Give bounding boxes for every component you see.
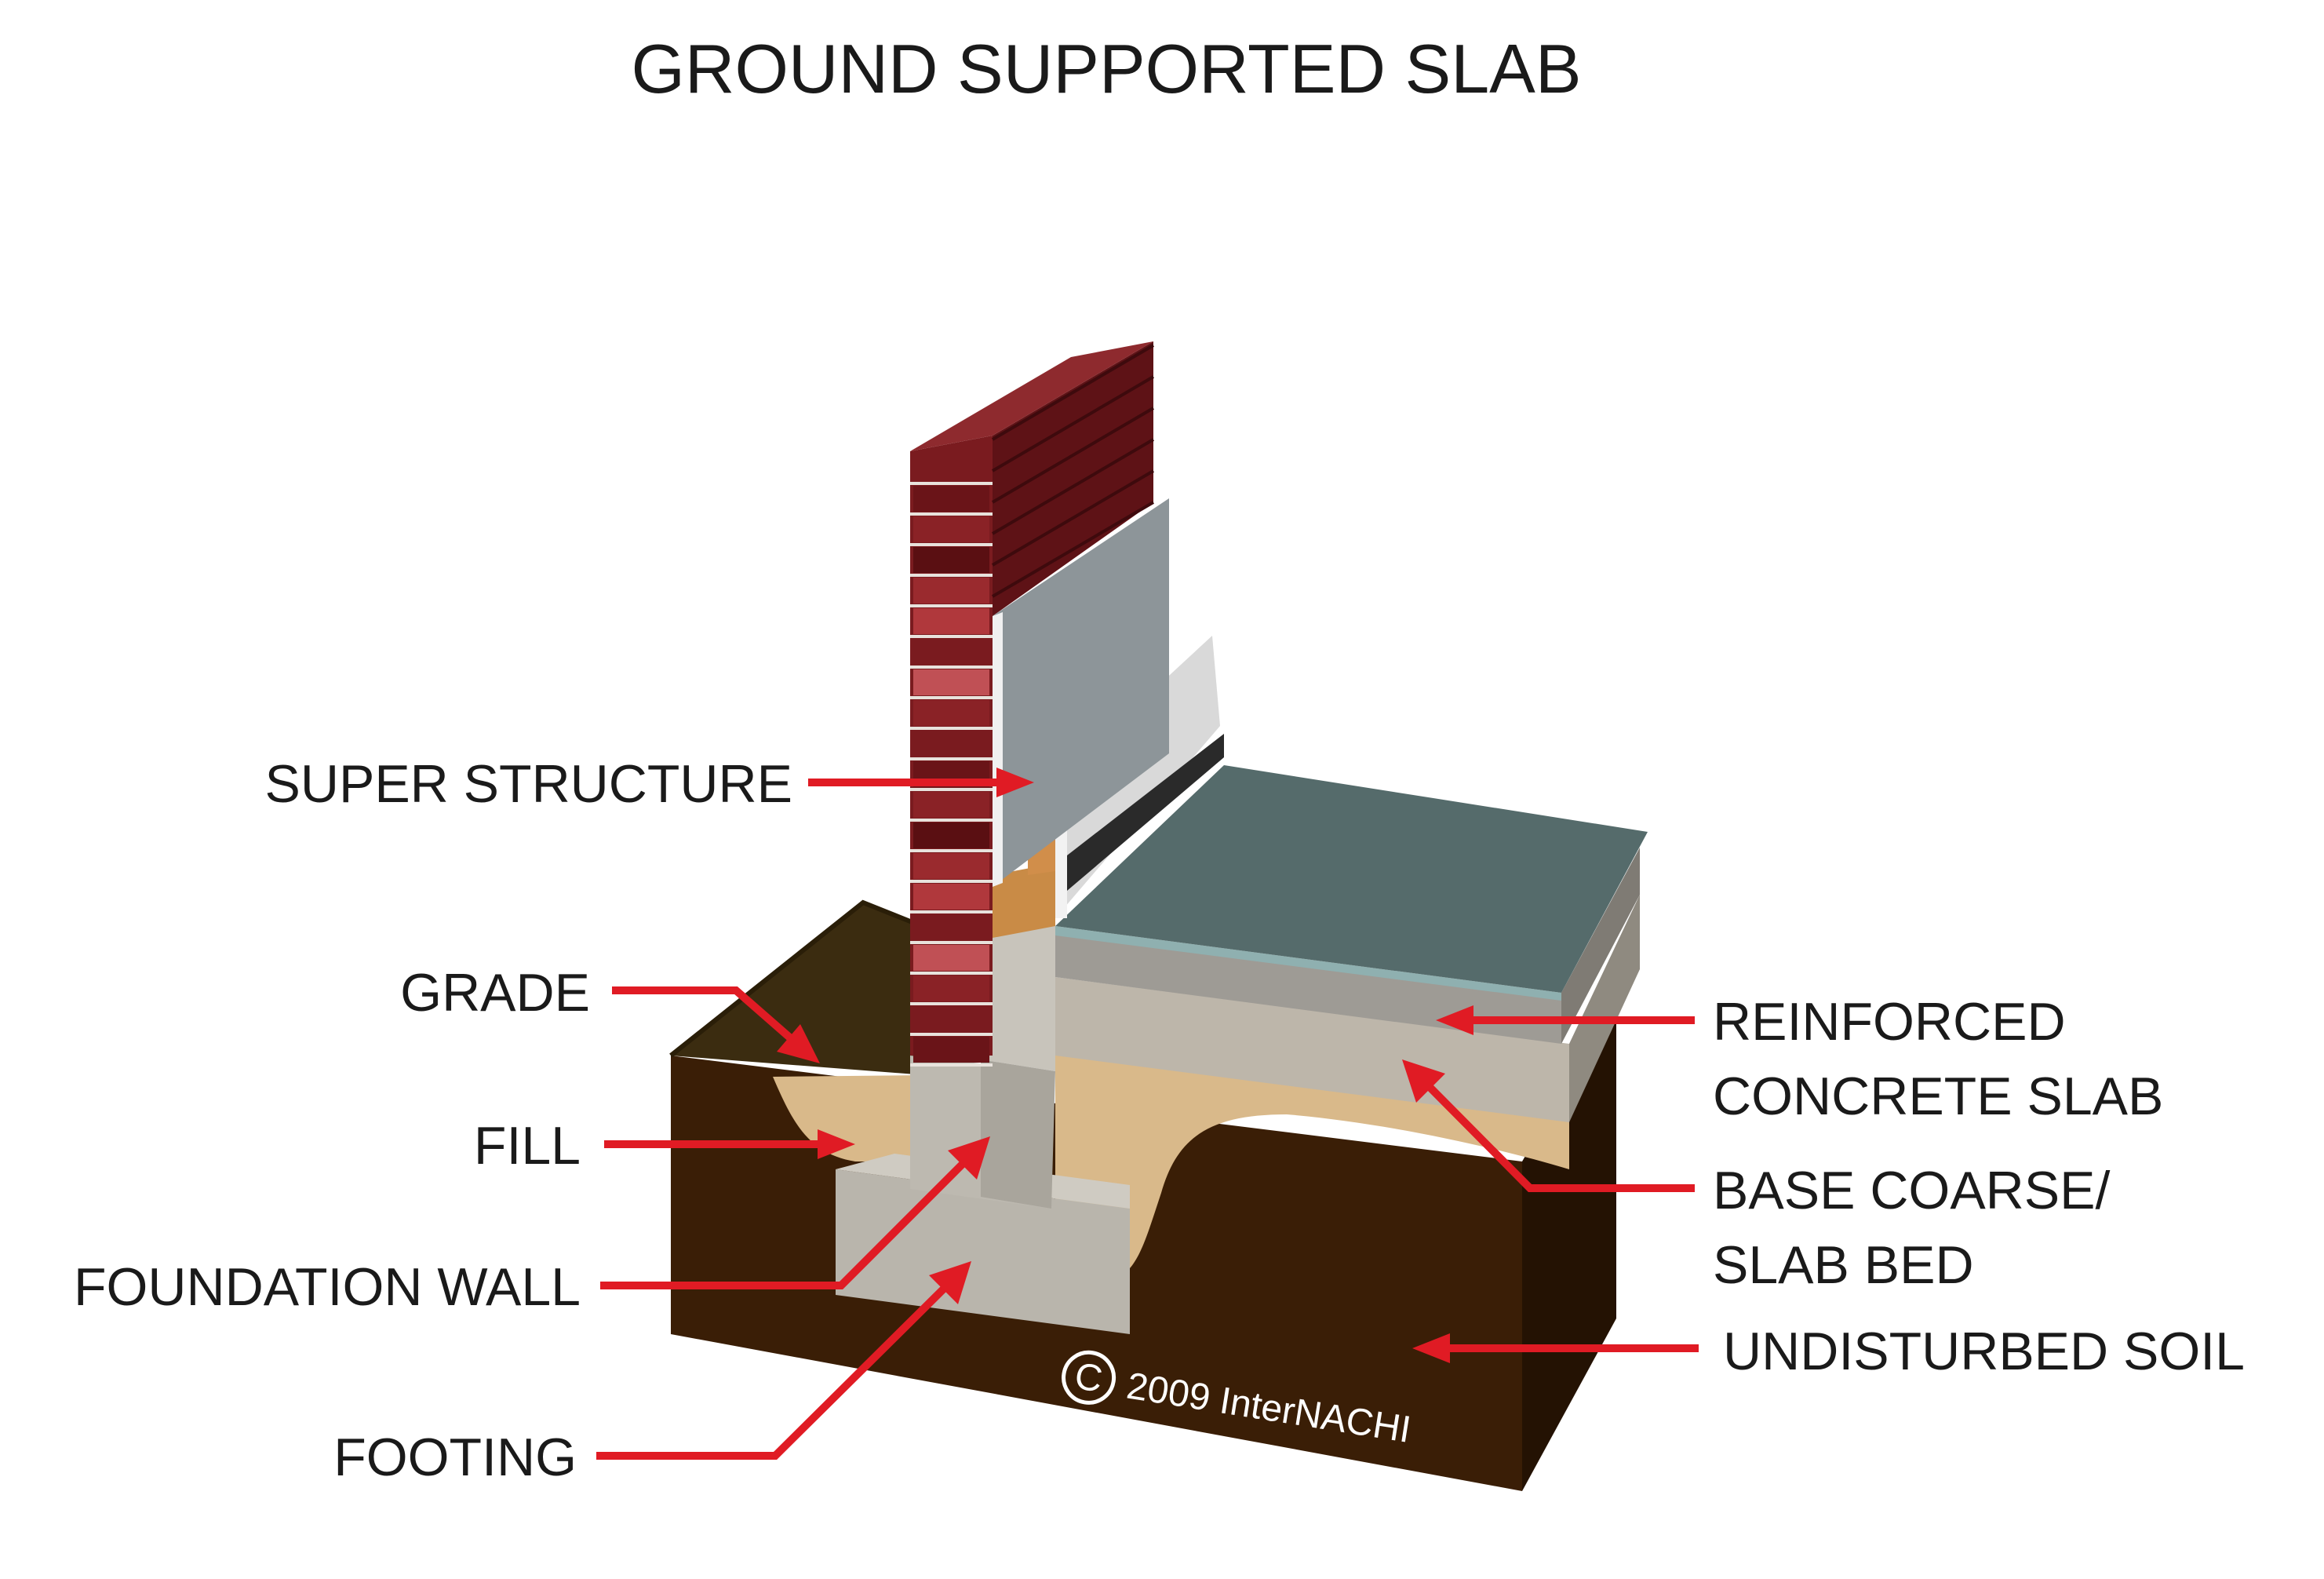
base-course-layer-front [1055,977,1569,1122]
arrowhead-footing [929,1261,971,1304]
base-moulding [1067,734,1224,891]
callouts: SUPER STRUCTURE GRADE FILL FOUNDATION WA… [74,754,2245,1487]
brick [913,1006,989,1032]
concrete-slab-top-edge [1055,926,1561,1001]
base-course-layer-side [1569,895,1640,1122]
concrete-slab-side [1561,848,1640,1044]
label-base-line2: SLAB BED [1713,1235,1974,1295]
fill-sand-region [773,1075,926,1161]
arrow-grade [612,986,796,1043]
label-super-structure: SUPER STRUCTURE [265,754,793,814]
brick [913,547,989,573]
label-footing: FOOTING [333,1428,577,1487]
label-slab-line2: CONCRETE SLAB [1713,1067,2163,1126]
brick [913,975,989,1001]
foundation-wall-side [981,1059,1055,1209]
label-slab-line1: REINFORCED [1713,992,2066,1052]
grade-surface-edge [669,899,923,1058]
brick-wall-side [993,341,1153,616]
arrowhead-fill [818,1129,855,1159]
arrowhead-base [1402,1059,1445,1103]
brick [913,884,989,910]
arrow-base [1425,1082,1695,1192]
exterior-sheathing-edge [993,612,1003,887]
brick-side-course [991,344,1155,441]
arrowhead-slab [1436,1005,1473,1035]
arrowhead-grade [777,1024,820,1063]
brick [913,578,989,604]
label-fill: FILL [474,1116,581,1176]
foundation-wall-top [981,910,1055,1071]
concrete-slab-front [1055,926,1561,1044]
footing-concrete [836,1169,1130,1334]
brick [913,731,989,757]
brick [913,945,989,971]
brick [913,486,989,512]
brick [913,1037,989,1063]
brick [913,822,989,848]
brick [913,914,989,940]
brick-side-course [991,375,1155,472]
brick [913,669,989,695]
sill-plate [993,863,1055,938]
concrete-slab-top [1055,765,1648,993]
diagram-title: GROUND SUPPORTED SLAB [631,30,1581,108]
brick [913,639,989,665]
arrow-footing [596,1284,949,1460]
arrow-foundation-wall [600,1158,968,1289]
brick-side-course [991,501,1155,598]
brick-side-course [991,438,1155,535]
brick [913,700,989,726]
brick [913,608,989,634]
copyright-symbol: C [1072,1355,1106,1401]
brick-wall-top [910,341,1153,451]
label-foundation-wall: FOUNDATION WALL [74,1257,581,1317]
label-grade: GRADE [400,963,590,1023]
grade-topsoil [671,903,926,1075]
cutaway-illustration: C 2009 InterNACHI [669,341,1648,1491]
exterior-sheathing [993,498,1169,887]
brick-side-course [991,407,1155,504]
brick [913,792,989,818]
brick [913,516,989,542]
brick-side-course [991,469,1155,567]
arrowhead-undisturbed-soil [1412,1333,1450,1363]
brick [913,455,989,481]
label-base-line1: BASE COARSE/ [1713,1161,2110,1220]
brick [913,853,989,879]
arrowhead-super-structure [996,768,1034,797]
copyright-circle [1062,1350,1116,1405]
label-undisturbed-soil: UNDISTURBED SOIL [1723,1322,2245,1381]
arrowhead-foundation-wall [948,1136,990,1180]
